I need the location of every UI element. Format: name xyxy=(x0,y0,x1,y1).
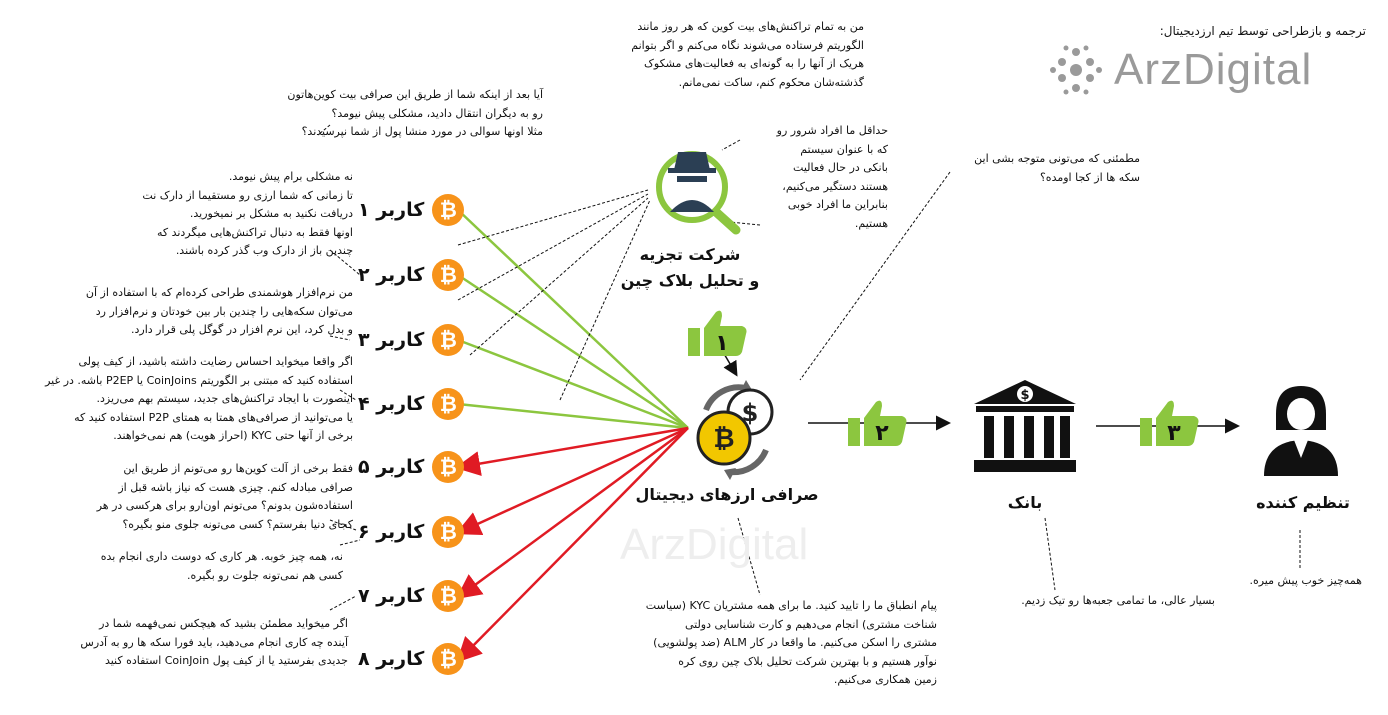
user-reply-3: من نرم‌افزار هوشمندی طراحی کرده‌ام که با… xyxy=(85,286,353,336)
arzdigital-logo-icon xyxy=(1050,45,1102,95)
user-reply-6: نه، همه چیز خوبه. هر کاری که دوست داری ا… xyxy=(100,550,343,582)
arzdigital-logo: ArzDigital xyxy=(1048,42,1312,98)
bitcoin-icon: ₿ xyxy=(432,643,465,675)
regulator-judge-icon xyxy=(1264,386,1338,476)
user-7: ₿ کاربر ۷ xyxy=(358,580,465,612)
user-3: ₿ کاربر ۳ xyxy=(358,324,465,356)
analyst-quote-side: حداقل ما افراد شرور رو که با عنوان سیستم… xyxy=(776,124,888,230)
user-reply-7: اگر میخواید مطمئن بشید که هیچکس نمی‌فهمه… xyxy=(80,617,348,667)
bank-label: بانک xyxy=(1007,493,1043,512)
exchange-coins-icon: $ ₿ xyxy=(696,380,774,480)
user-reply-5: فقط برخی از آلت کوین‌ها رو می‌تونم از طر… xyxy=(96,462,353,531)
user-6: ₿ کاربر ۶ xyxy=(358,516,465,548)
watermark: ArzDigital xyxy=(620,520,809,569)
flow-line-user-2 xyxy=(457,273,689,430)
analyst-label: شرکت تجزیه و تحلیل بلاک چین xyxy=(620,245,760,290)
flow-line-user-1 xyxy=(457,209,689,429)
thumbs-up-icon: ۱ xyxy=(688,310,747,356)
user-label: کاربر ۷ xyxy=(358,585,425,607)
bitcoin-icon: ₿ xyxy=(432,388,465,420)
user-label: کاربر ۶ xyxy=(358,521,425,543)
analyst-spy-icon xyxy=(656,151,741,235)
user-label: کاربر ۲ xyxy=(358,264,425,286)
svg-text:$: $ xyxy=(742,399,759,427)
flow-line-user-5 xyxy=(455,426,689,476)
logo-text: ArzDigital xyxy=(1114,45,1313,94)
user-5: ₿ کاربر ۵ xyxy=(358,451,465,483)
thumbs-up-icon: ۳ xyxy=(1140,400,1199,446)
svg-text:$: $ xyxy=(1020,388,1029,403)
user-2: ₿ کاربر ۲ xyxy=(358,259,465,291)
credit-text: ترجمه و بازطراحی توسط تیم ارزدیجیتال: xyxy=(1159,24,1366,38)
bitcoin-icon: ₿ xyxy=(432,580,465,612)
user-reply-1: نه مشکلی برام پیش نیومد. تا زمانی که شما… xyxy=(142,170,353,257)
user-label: کاربر ۵ xyxy=(358,456,425,478)
step-label-3: ۳ xyxy=(1167,421,1181,446)
exchange-label: صرافی ارزهای دیجیتال xyxy=(635,485,819,504)
flow-line-user-7 xyxy=(455,426,689,599)
thumbs-up-icon: ۲ xyxy=(848,400,907,446)
svg-text:₿: ₿ xyxy=(713,424,734,454)
flow-line-user-6 xyxy=(455,426,689,536)
bitcoin-icon: ₿ xyxy=(432,194,465,226)
flow-line-user-8 xyxy=(456,427,689,663)
bitcoin-icon: ₿ xyxy=(432,259,465,291)
regulator-quote: همه‌چیز خوب پیش میره. xyxy=(1249,574,1362,587)
bitcoin-icon: ₿ xyxy=(432,324,465,356)
user-label: کاربر ۸ xyxy=(358,648,425,670)
user-label: کاربر ۳ xyxy=(358,329,425,351)
flow-line-user-4 xyxy=(457,402,689,430)
user-4: ₿ کاربر ۴ xyxy=(358,388,465,420)
bank-question: مطمئنی که می‌تونی متوجه بشی این سکه ها ا… xyxy=(974,152,1140,184)
user-1: ₿ کاربر ۱ xyxy=(358,194,465,226)
analyst-quote-top: من به تمام تراکنش‌های بیت کوین که هر روز… xyxy=(631,20,864,89)
step-label-2: ۲ xyxy=(875,421,889,446)
regulator-label: تنظیم کننده xyxy=(1256,493,1350,512)
user-reply-4: اگر واقعا میخواید احساس رضایت داشته باشی… xyxy=(45,355,353,442)
bitcoin-icon: ₿ xyxy=(432,451,465,483)
user-question-1: آیا بعد از اینکه شما از طریق این صرافی ب… xyxy=(287,88,543,138)
bank-icon: $ xyxy=(974,380,1076,472)
bitcoin-icon: ₿ xyxy=(432,516,465,548)
user-label: کاربر ۱ xyxy=(358,199,425,221)
flow-line-user-3 xyxy=(457,338,689,430)
bank-quote: بسیار عالی، ما تمامی جعبه‌ها رو تیک زدیم… xyxy=(1021,594,1215,607)
exchange-quote: پیام انطباق ما را تایید کنید. ما برای هم… xyxy=(645,599,937,686)
step-label-1: ۱ xyxy=(715,331,728,356)
user-label: کاربر ۴ xyxy=(358,393,425,415)
user-8: ₿ کاربر ۸ xyxy=(358,643,465,675)
